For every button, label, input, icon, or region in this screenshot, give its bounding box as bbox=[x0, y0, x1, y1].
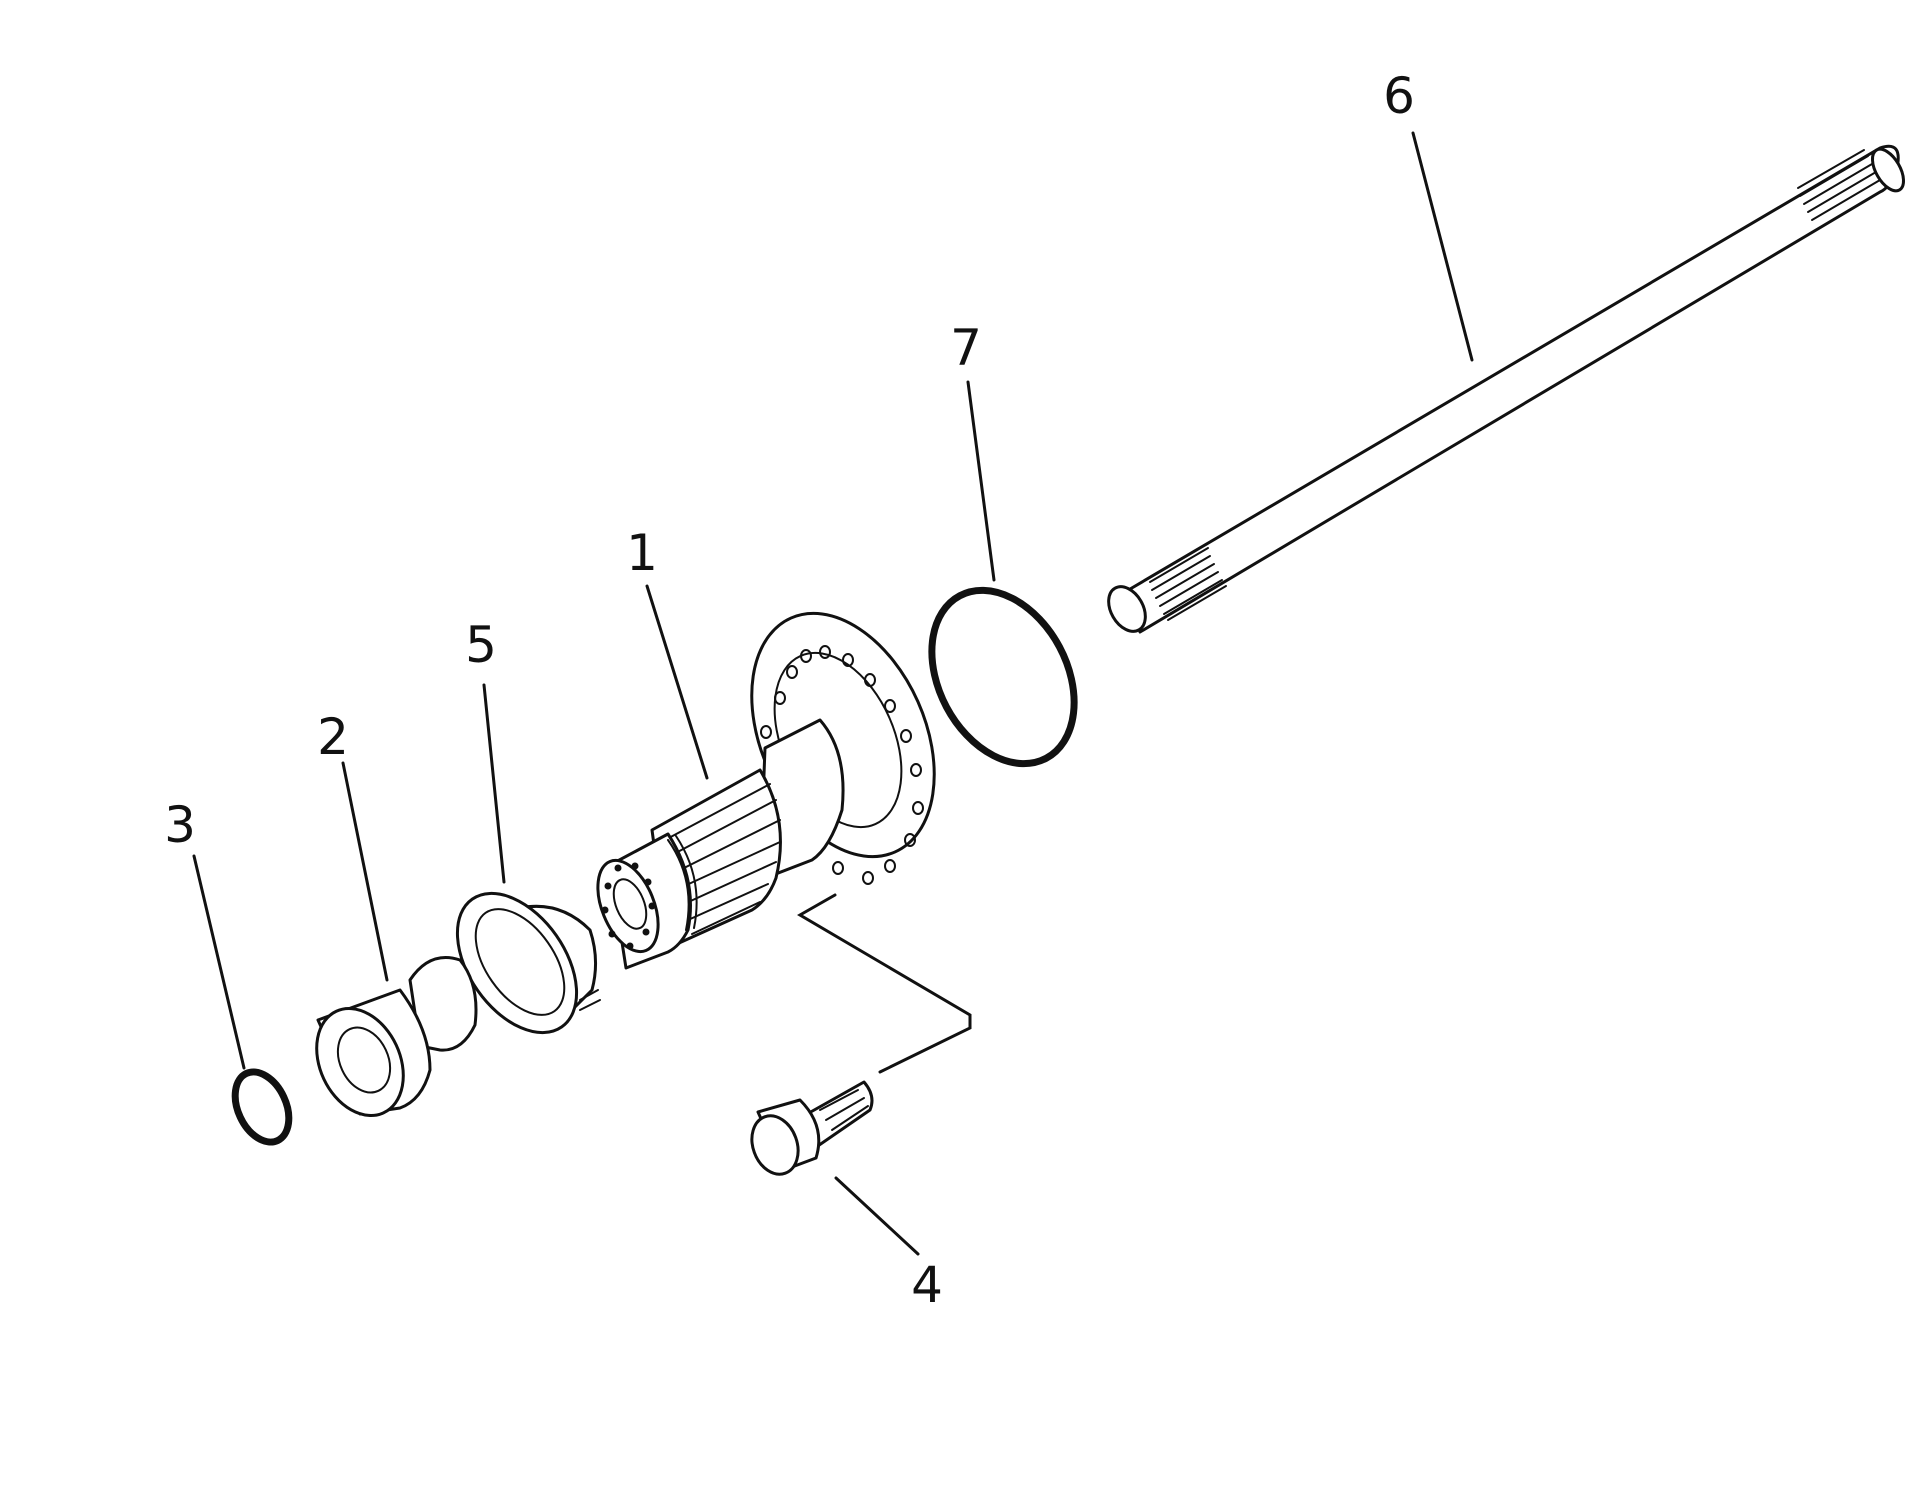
callout-5: 5 bbox=[465, 616, 497, 674]
part-3-snap-ring bbox=[231, 1068, 293, 1146]
part-6-axle-shaft bbox=[1107, 144, 1905, 634]
flange-bolt-holes bbox=[760, 645, 924, 885]
part-5-bearing bbox=[455, 891, 601, 1035]
callouts: 6 7 1 5 2 3 4 bbox=[164, 67, 1415, 1314]
bolt-bracket-leader bbox=[797, 893, 972, 1074]
callout-3: 3 bbox=[164, 796, 196, 854]
callout-6: 6 bbox=[1383, 67, 1415, 125]
end-face-holes bbox=[601, 862, 656, 950]
part-1-hub-flange bbox=[596, 611, 936, 970]
part-7-o-ring bbox=[928, 586, 1078, 768]
part-4-bolt bbox=[750, 1080, 874, 1176]
callout-2: 2 bbox=[317, 708, 349, 766]
leader-lines bbox=[192, 131, 1474, 1256]
callout-4: 4 bbox=[911, 1256, 943, 1314]
part-2-bearing-cone bbox=[315, 956, 478, 1117]
callout-7: 7 bbox=[950, 319, 982, 377]
callout-1: 1 bbox=[626, 524, 658, 582]
